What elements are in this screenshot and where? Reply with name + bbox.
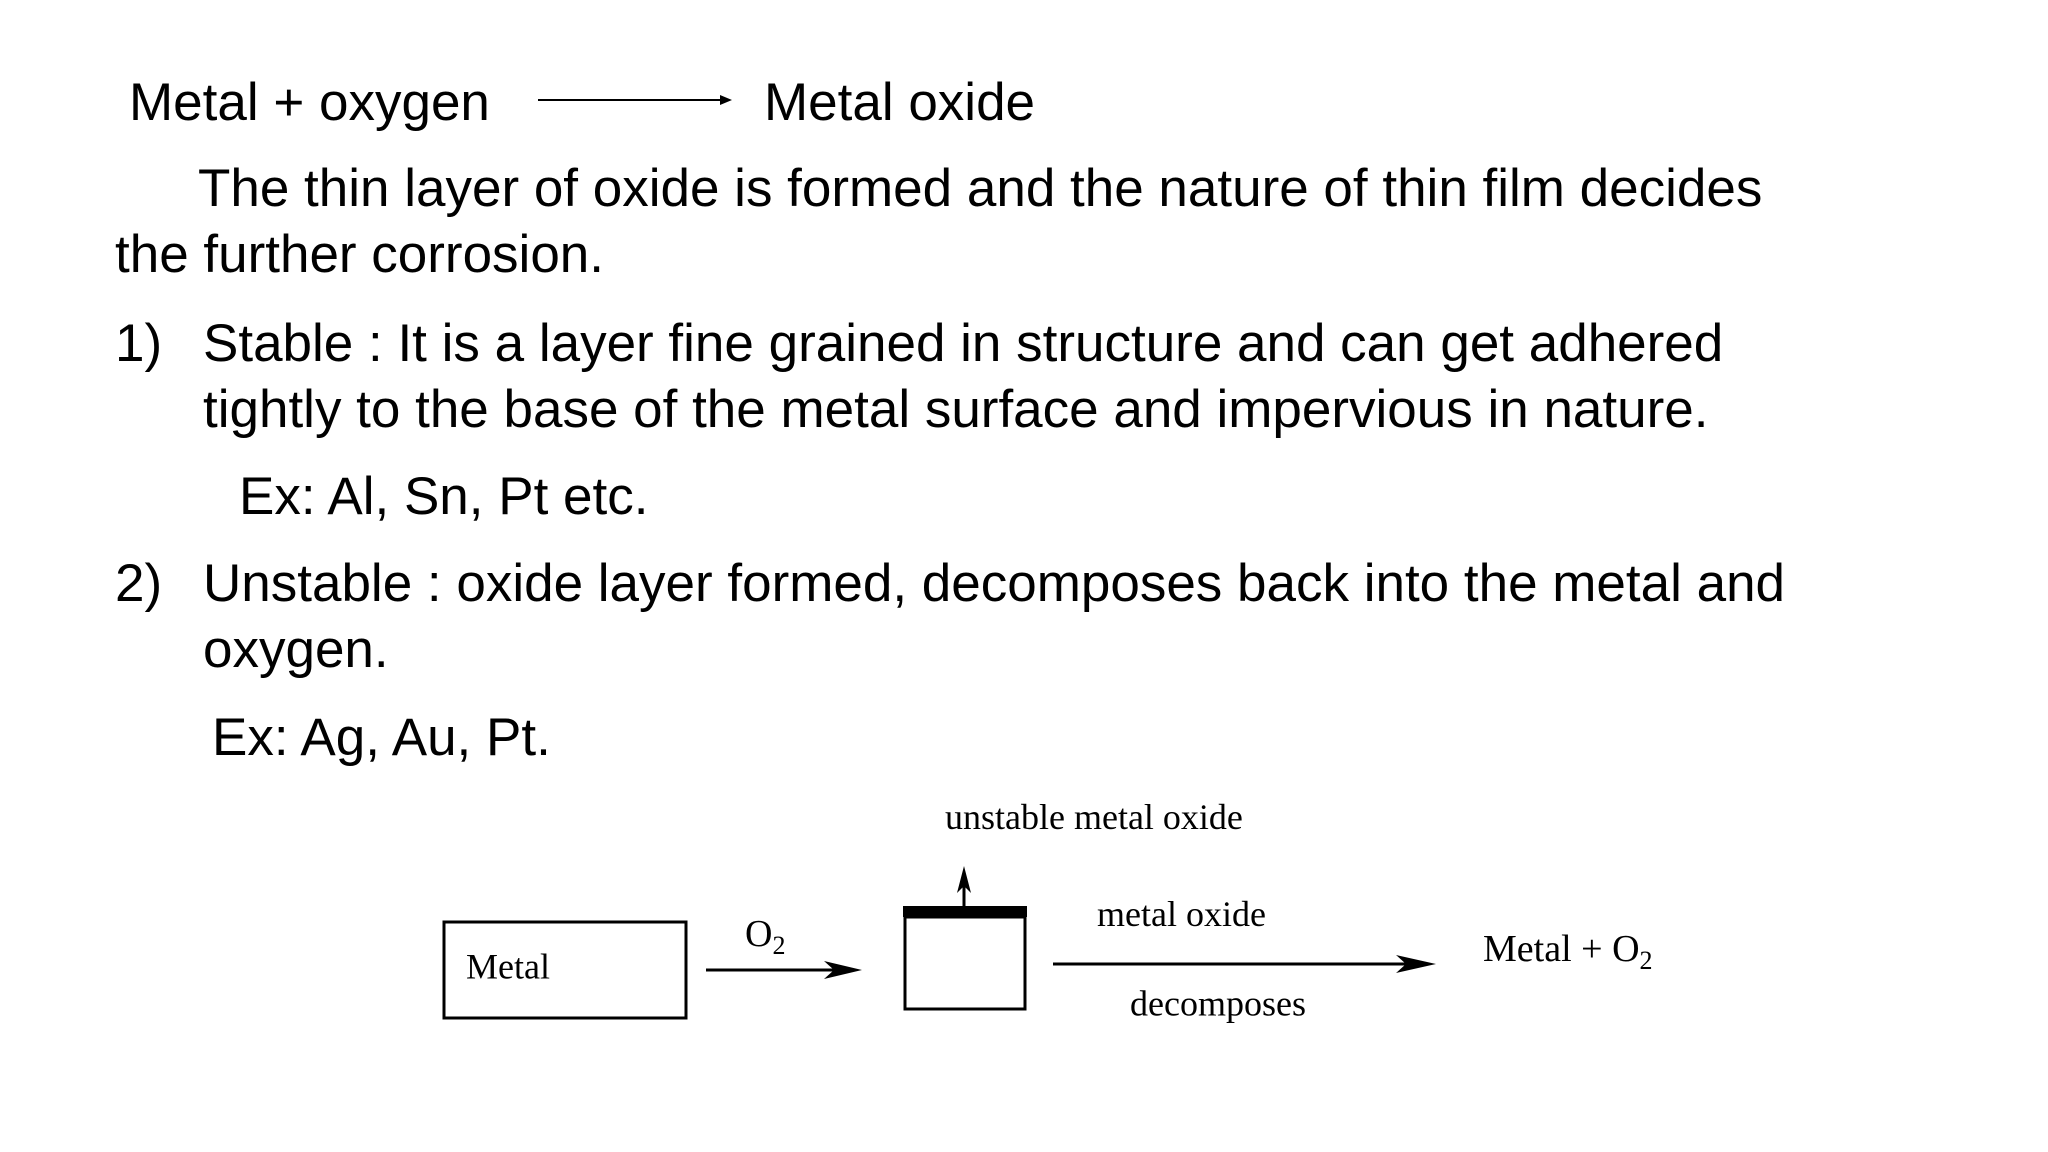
unstable-oxide-label: unstable metal oxide (945, 797, 1243, 837)
intro-line-2: the further corrosion. (115, 225, 605, 284)
item-1-line-2: tightly to the base of the metal surface… (203, 380, 1709, 439)
metal-box (442, 920, 688, 1020)
reagent-arrow-head (824, 961, 862, 979)
decompose-label-bottom: decomposes (1130, 984, 1306, 1024)
decompose-arrow-head (1396, 955, 1436, 973)
item-1-number: 1) (115, 314, 163, 373)
metal-box-label: Metal (466, 946, 550, 986)
reagent-label: O2 (745, 913, 785, 960)
item-2-line-1: Unstable : oxide layer formed, decompose… (203, 554, 1786, 613)
reaction-arrow-icon (538, 95, 732, 105)
item-2-example: Ex: Ag, Au, Pt. (212, 708, 551, 767)
intro-line-1: The thin layer of oxide is formed and th… (198, 159, 1763, 218)
equation-right: Metal oxide (764, 73, 1036, 132)
item-2-number: 2) (115, 554, 163, 613)
item-1-example: Ex: Al, Sn, Pt etc. (239, 467, 649, 526)
decompose-label-top: metal oxide (1097, 894, 1266, 934)
product-label: Metal + O2 (1483, 928, 1653, 975)
equation-left: Metal + oxygen (129, 73, 490, 132)
oxidized-metal-box (903, 915, 1027, 1011)
item-2-line-2: oxygen. (203, 620, 389, 679)
oxide-layer (903, 906, 1027, 917)
item-1-line-1: Stable : It is a layer fine grained in s… (203, 314, 1724, 373)
up-arrow-head (957, 866, 971, 893)
